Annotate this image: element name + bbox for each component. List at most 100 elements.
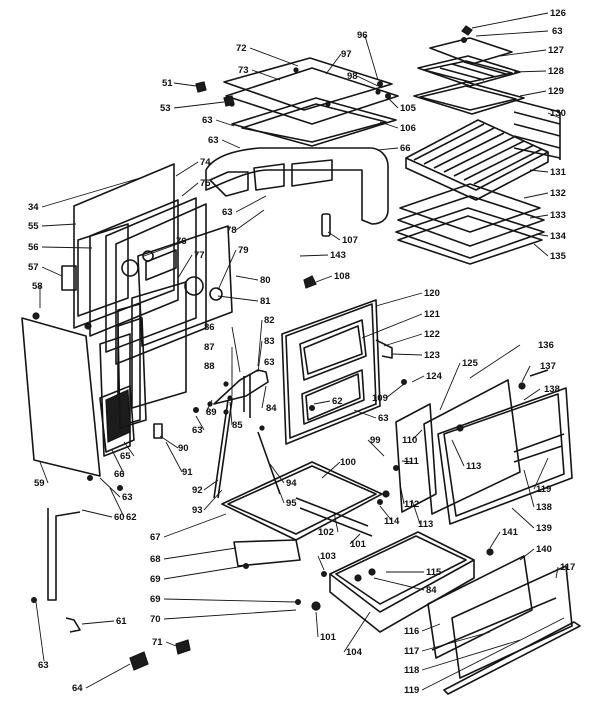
part-number-label: 70 <box>150 614 161 625</box>
part-number-label: 53 <box>160 103 171 114</box>
part-number-label: 78 <box>226 225 237 236</box>
part-number-label: 123 <box>424 350 440 361</box>
part-number-label: 119 <box>536 484 551 495</box>
burner-box-part <box>205 147 389 237</box>
part-number-label: 63 <box>122 492 133 503</box>
part-number-label: 68 <box>150 554 161 565</box>
part-number-label: 101 <box>350 539 367 550</box>
part-number-label: 120 <box>424 288 440 299</box>
fastener-dots <box>31 36 494 611</box>
part-number-label: 130 <box>550 108 566 119</box>
part-number-label: 95 <box>286 498 297 509</box>
part-number-label: 88 <box>204 361 215 372</box>
part-number-label: 77 <box>194 250 205 261</box>
part-number-label: 85 <box>232 420 243 431</box>
part-number-label: 143 <box>330 250 346 261</box>
part-number-label: 63 <box>222 207 233 218</box>
part-number-label: 119 <box>404 685 419 696</box>
part-number-label: 117 <box>560 562 575 573</box>
part-number-label: 90 <box>178 443 189 454</box>
right-door-part <box>395 369 573 525</box>
part-number-label: 94 <box>286 478 297 489</box>
part-number-label: 51 <box>162 78 173 89</box>
part-number-label: 111 <box>404 456 420 467</box>
door-spring-parts <box>153 369 281 499</box>
part-number-label: 34 <box>28 202 39 213</box>
part-number-label: 113 <box>418 519 433 530</box>
part-number-label: 104 <box>346 647 363 658</box>
part-number-label: 126 <box>550 8 566 19</box>
cooktop-part <box>223 57 399 147</box>
part-number-label: 59 <box>34 478 45 489</box>
part-number-label: 55 <box>28 221 39 232</box>
part-number-label: 93 <box>192 505 203 516</box>
part-number-label: 63 <box>378 413 389 424</box>
part-number-label: 58 <box>32 281 43 292</box>
part-number-label: 98 <box>347 71 358 82</box>
part-number-label: 113 <box>466 461 481 472</box>
part-number-label: 61 <box>116 616 127 627</box>
part-number-label: 66 <box>400 143 411 154</box>
broiler-drawer-part <box>221 461 475 633</box>
part-number-label: 112 <box>404 499 419 510</box>
part-number-label: 92 <box>192 485 203 496</box>
part-number-label: 131 <box>550 167 567 178</box>
part-number-label: 101 <box>320 632 337 643</box>
part-number-label: 122 <box>424 329 440 340</box>
part-number-label: 110 <box>402 435 417 446</box>
part-number-label: 63 <box>38 660 49 671</box>
part-number-label: 69 <box>150 574 161 585</box>
part-number-label: 73 <box>238 65 249 76</box>
part-number-label: 63 <box>264 357 275 368</box>
part-number-label: 139 <box>536 523 552 534</box>
drawer-front-part <box>427 555 581 695</box>
part-number-label: 63 <box>202 115 213 126</box>
part-number-label: 124 <box>426 371 443 382</box>
part-number-label: 103 <box>320 551 336 562</box>
part-number-label: 72 <box>236 43 247 54</box>
part-number-label: 107 <box>342 235 358 246</box>
part-number-label: 106 <box>400 123 416 134</box>
part-number-label: 69 <box>150 594 161 605</box>
part-number-label: 99 <box>370 435 381 446</box>
part-number-label: 109 <box>372 393 388 404</box>
part-number-label: 62 <box>332 396 343 407</box>
part-number-label: 134 <box>550 231 567 242</box>
part-number-label: 127 <box>548 45 564 56</box>
part-number-label: 132 <box>550 188 566 199</box>
part-number-label: 83 <box>264 336 275 347</box>
oven-rack-part <box>405 119 549 201</box>
part-number-label: 138 <box>536 502 552 513</box>
part-number-label: 63 <box>208 135 219 146</box>
part-number-label: 65 <box>120 451 131 462</box>
oven-door-part <box>281 299 393 445</box>
part-number-label: 86 <box>204 322 215 333</box>
part-number-label: 89 <box>206 407 217 418</box>
part-number-label: 81 <box>260 296 271 307</box>
part-number-label: 117 <box>404 646 419 657</box>
misc-small-parts <box>47 81 317 671</box>
part-number-label: 141 <box>502 527 519 538</box>
part-number-label: 108 <box>334 271 350 282</box>
part-number-label: 63 <box>192 425 203 436</box>
part-number-label: 125 <box>462 358 479 369</box>
part-number-label: 121 <box>424 309 441 320</box>
part-number-label: 138 <box>544 384 560 395</box>
part-number-label: 84 <box>426 585 437 596</box>
part-number-label: 67 <box>150 532 161 543</box>
oven-bottom-panels <box>395 183 545 265</box>
broiler-grid-part <box>413 25 525 115</box>
part-number-label: 76 <box>176 236 187 247</box>
left-outer-panel <box>21 317 147 477</box>
part-number-label: 97 <box>341 49 352 60</box>
oven-liner-part <box>117 281 187 427</box>
leader-lines <box>35 12 565 691</box>
part-number-label: 100 <box>340 457 356 468</box>
part-number-label: 64 <box>72 683 83 694</box>
part-number-label: 116 <box>404 626 419 637</box>
part-number-label: 79 <box>238 245 249 256</box>
part-number-label: 129 <box>548 86 564 97</box>
